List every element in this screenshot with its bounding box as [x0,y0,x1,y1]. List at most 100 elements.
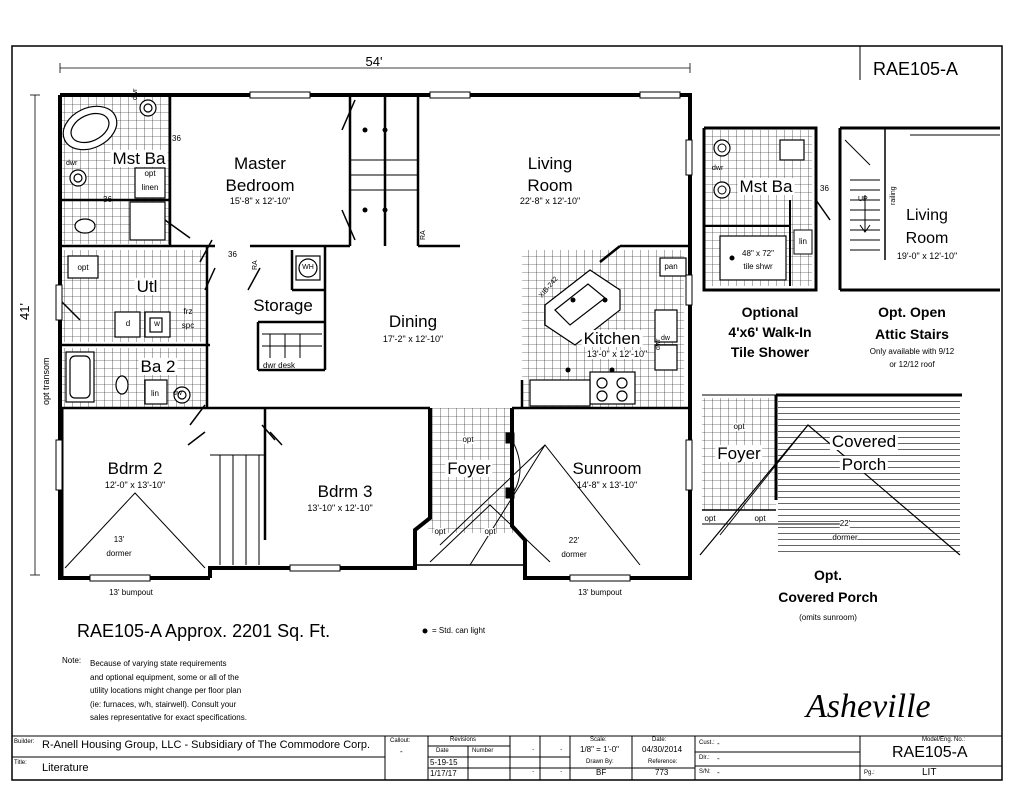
label-36-a: 36 [172,134,181,143]
kitchen-fixtures [529,257,687,407]
opt-attic-up: UP [858,196,868,203]
label-linen: linen [141,183,159,192]
opt-shower-dwr: dwr [712,165,724,172]
label-dwr2: dwr [132,88,139,100]
opt-shower-lin: lin [798,237,808,246]
tb-dlr-label: Dlr.: [699,755,710,761]
room-master-bedroom-line1: Master [234,154,286,173]
transom-note: opt transom [41,357,51,405]
title-block-grid [12,735,1002,780]
label-dormer13: 13' [113,535,125,544]
label-frz: frz [183,307,193,316]
label-dryer: d [125,319,131,328]
opt-attic-sub2: or 12/12 roof [889,360,935,369]
tb-date2: 04/30/2014 [642,745,683,754]
opt-porch-covered2: Porch [839,455,889,474]
tb-builder-label: Builder: [14,739,35,745]
interior-walls [62,96,690,540]
opt-shower-type: tile shwr [743,262,773,271]
label-36-b: 36 [103,195,112,204]
label-opt-right: opt [484,527,496,536]
opt-porch-dormer: dormer [832,533,858,542]
room-kitchen-size: 13'-0" x 12'-10" [586,349,648,359]
label-bumpout-right: 13' bumpout [578,588,622,597]
legend-can-light: = Std. can light [432,626,486,635]
master-bath-fixtures [62,99,166,241]
note-label: Note: [62,656,82,665]
label-water-heater: WH [302,264,314,271]
label-washer: w [154,319,160,328]
opt-porch-drawing [699,393,962,556]
label-opt-left: opt [434,527,446,536]
opt-porch-sub: (omits sunroom) [799,613,857,622]
depth-dimension: 41' [17,303,32,320]
room-sunroom: Sunroom [572,459,642,478]
opt-shower-36: 36 [820,184,829,193]
tb-date-label: Date [436,748,449,754]
room-bdrm3: Bdrm 3 [317,482,373,501]
opt-porch-foyer: Foyer [715,444,763,463]
tb-drawn: BF [596,768,607,777]
room-dining-size: 17'-2" x 12'-10" [382,334,444,344]
opt-shower-drawing [702,126,831,292]
room-bdrm2-size: 12'-0" x 13'-10" [104,480,166,490]
tb-dot: . [532,743,535,752]
windows [55,91,693,582]
label-spc: spc [181,321,195,330]
tb-dot: . [560,743,563,752]
label-ra-b: RA [420,230,427,240]
tb-pg: LIT [922,767,937,778]
tb-title: Literature [42,762,89,774]
can-lights [362,127,615,634]
bumpout-walls [60,408,688,580]
opt-shower-caption3: Tile Shower [730,344,810,360]
room-bath2: Ba 2 [138,357,178,376]
room-kitchen: Kitchen [581,329,643,348]
tb-callout: - [400,747,403,756]
room-master-bedroom-size: 15'-8" x 12'-10" [229,196,291,206]
tb-number-label: Number [472,748,494,754]
tb-model-label: Model/Eng. No.: [922,737,966,743]
tb-dot: . [560,765,563,774]
opt-porch-opt-right: opt [754,514,766,523]
note-line: utility locations might change per floor… [90,686,242,696]
opt-shower-caption1: Optional [741,304,799,320]
opt-attic-caption1: Opt. Open [878,304,946,320]
tb-model: RAE105-A [892,744,968,761]
label-ra-a: RA [252,260,259,270]
note-text: Because of varying state requirements an… [90,657,247,725]
opt-attic-room2: Room [905,230,949,247]
room-foyer: Foyer [445,459,493,478]
label-bumpout-left: 13' bumpout [109,588,153,597]
room-bdrm3-size: 13'-10" x 12'-10" [307,503,373,513]
tb-rev1-date: 5-19-15 [430,758,458,767]
room-utility: Utl [134,277,160,296]
opt-porch-opt: opt [733,422,745,431]
tb-callout-label: Callout: [390,738,411,744]
door-swings [59,99,356,446]
dormers [64,444,641,569]
opt-porch-caption2: Covered Porch [778,589,878,605]
label-opt-util: opt [77,263,89,272]
dimension-lines [30,63,691,576]
tb-ref: 773 [655,768,669,777]
tb-cust: - [717,739,720,748]
room-living-size: 22'-8" x 12'-10" [519,196,581,206]
opt-porch-covered1: Covered [829,432,899,451]
opt-shower-room: Mst Ba [737,177,795,196]
page-border [11,45,1003,781]
tb-scale: 1/8" = 1'-0" [580,745,620,754]
label-36-c: 36 [228,250,237,259]
tb-date2-label: Date: [652,737,667,743]
label-dwr: dwr [66,160,78,167]
tb-drawn-label: Drawn By: [586,759,614,765]
legend-title: RAE105-A Approx. 2201 Sq. Ft. [77,621,331,641]
room-living-line2: Room [527,176,573,195]
opt-attic-room1: Living [906,207,948,224]
opt-attic-caption2: Attic Stairs [875,326,949,342]
room-living-line1: Living [527,154,573,173]
room-sunroom-size: 14'-8" x 13'-10" [576,480,638,490]
opt-shower-caption2: 4'x6' Walk-In [728,324,812,340]
room-bdrm2: Bdrm 2 [107,459,163,478]
